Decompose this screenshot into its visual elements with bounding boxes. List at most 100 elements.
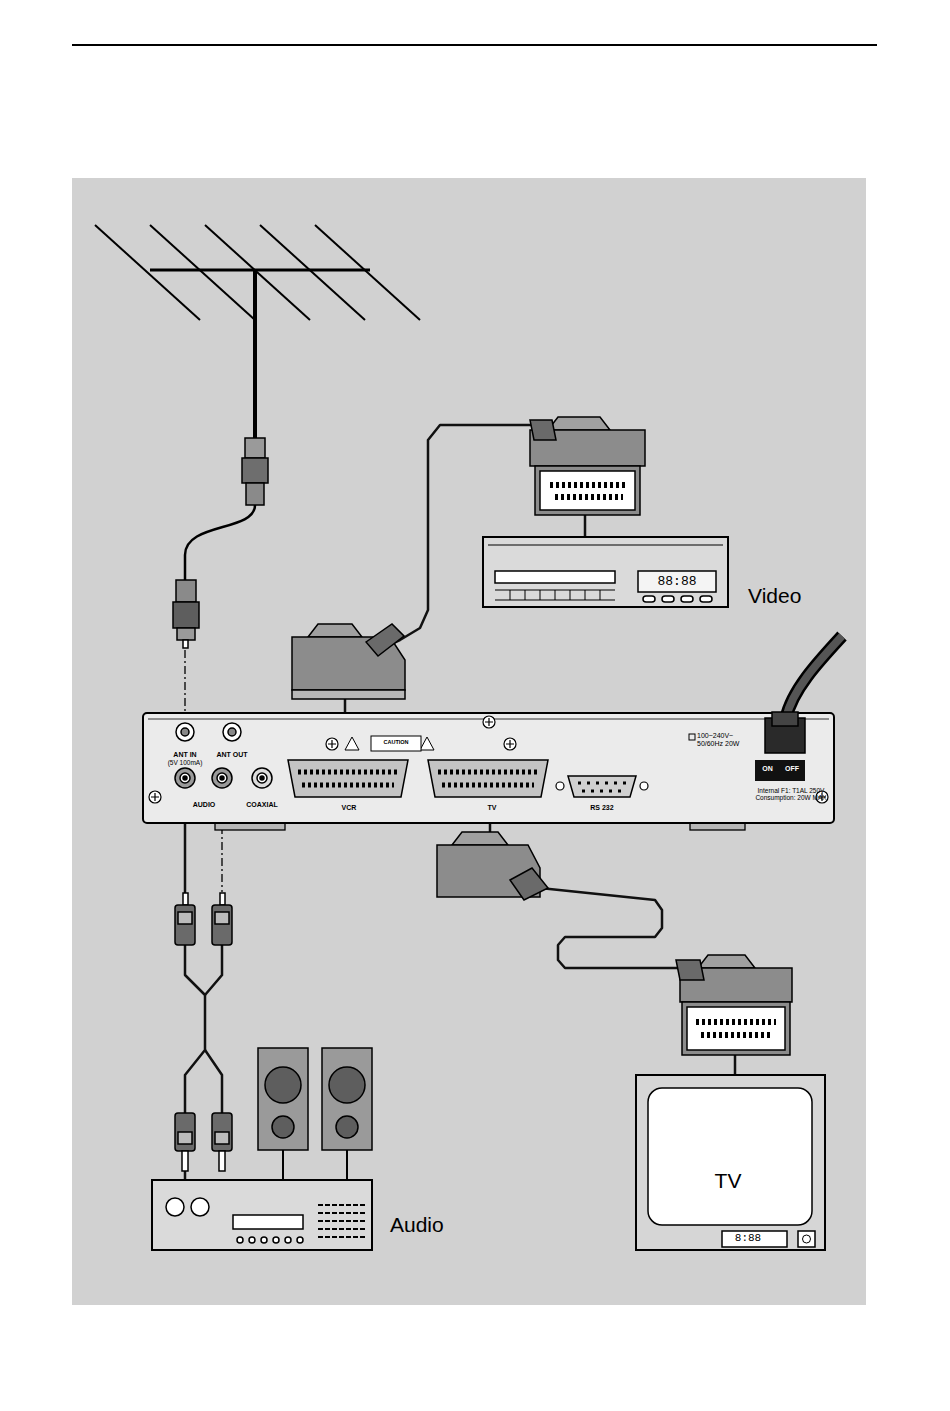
video-recorder-part [510,590,600,600]
scart-plug-part [698,955,755,968]
screw-part [506,740,514,748]
rca-plug-part [175,905,195,945]
power-cord-part [786,636,842,718]
caution-plate-part [345,737,359,750]
speaker-part [346,1150,348,1180]
video-recorder-part [495,571,615,583]
scart-socket-part [428,760,548,797]
switch-label: OFF [780,765,804,773]
scart-socket-part [442,783,534,788]
antenna-plug-part [177,628,195,640]
antenna-part [260,225,365,320]
clock-display: 8:88 [722,1232,774,1245]
amplifier-part [233,1215,303,1229]
antenna-part [150,269,370,272]
rca-plug-part [212,1113,232,1151]
grey-panel [72,178,866,1305]
television [636,1075,825,1250]
receiver-node: ANT IN(5V 100mA)ANT OUTAUDIOCOAXIALVCRTV… [143,713,834,823]
antenna-part [315,225,420,320]
antenna-plug [242,438,268,505]
caution-plate-part [371,736,421,751]
screw-part [328,740,336,748]
television-part [722,1231,787,1247]
antenna [95,225,420,440]
socket-label: AUDIO [182,801,226,809]
switch-label: ON [756,765,779,773]
scart-plug-part [540,471,635,510]
screw-part [149,791,161,803]
receiver-housing [143,713,834,830]
scart-plug-part [696,1019,776,1025]
antenna-socket [176,723,241,741]
screw-part [151,793,159,801]
rca-socket-part [183,776,187,780]
amplifier-part [152,1180,372,1250]
rca-socket-part [220,776,224,780]
antenna-plug-part [176,580,196,602]
top-rule-part [72,44,877,46]
scart-plug-part [535,466,640,515]
amplifier-part [318,1220,365,1222]
video-recorder-part [681,596,693,602]
scart-plug-part [687,1007,785,1050]
video-recorder-part [488,545,723,546]
receiver-housing-part [143,713,834,823]
antenna-plug-part [242,458,268,483]
speaker-part [258,1048,308,1150]
rca-socket-part [260,776,264,780]
socket-label: ANT OUT [208,751,256,759]
device-label: Audio [390,1213,444,1237]
antenna-socket-part [223,723,241,741]
scart-plug [530,417,645,515]
rca-socket-part [257,773,267,783]
guide-line-part [184,650,185,711]
socket-label: RS 232 [577,804,627,812]
scart-plug-part [682,1002,790,1055]
antenna-part [150,225,255,320]
scart-socket-part [302,783,394,788]
scart-plug-part [550,482,628,488]
rca-socket-part [217,773,227,783]
serial-port [556,776,648,797]
power-socket [765,712,805,753]
video-recorder [483,537,728,607]
antenna-socket-part [228,728,236,736]
socket-label: VCR [329,804,369,812]
rca-socket-part [180,773,190,783]
caution-plate-part [420,737,434,750]
amplifier-part [261,1237,267,1243]
television-part [648,1088,812,1225]
amplifier-part [285,1237,291,1243]
scart-plug-part [701,1032,771,1038]
rca-plug-part [219,1151,225,1171]
rca-plug-part [178,912,192,924]
amplifier-part [318,1204,365,1206]
power-symbol-part [689,734,695,740]
scart-plug [292,624,405,699]
speaker-part [272,1116,294,1138]
rca-socket [175,768,272,788]
serial-port-part [568,776,636,797]
scart-plug-part [530,420,556,440]
speaker-part [336,1116,358,1138]
antenna-plug-part [173,602,199,628]
scart-plug-part [510,868,548,900]
serial-port-part [640,782,648,790]
antenna-plug-part [245,438,265,458]
rca-plug-part [182,1151,188,1171]
scart-socket-part [438,770,538,775]
television-node: TV8:88 [636,1075,826,1252]
amplifier-part [318,1236,365,1238]
power-symbol [689,734,695,740]
socket-label: COAXIAL [238,801,286,809]
device-label: Video [748,584,801,608]
scart-plug-part [452,832,508,845]
speaker-part [322,1048,372,1150]
audio-system-node: Audio [152,1180,452,1252]
video-recorder-part [643,596,655,602]
serial-port-part [582,790,622,793]
rca-plug-part [215,1132,229,1144]
